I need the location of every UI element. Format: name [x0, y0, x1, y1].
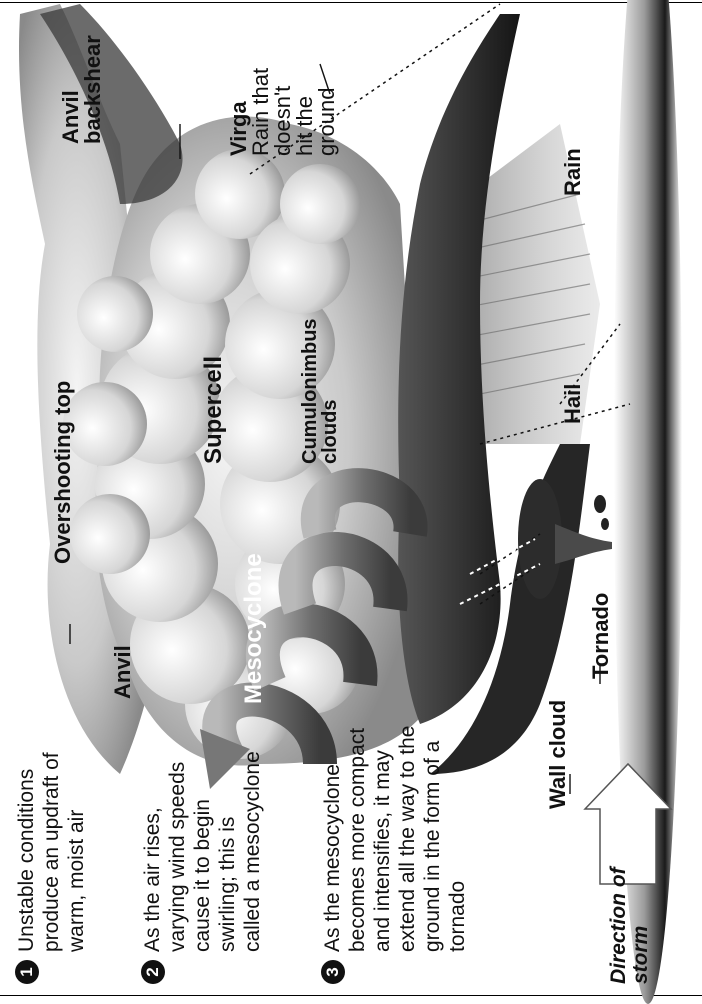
label-anvil-text: Anvil — [110, 645, 135, 699]
label-direction-of-storm: Direction of storm — [608, 867, 652, 984]
step-3-line-1: As the mesocyclone — [320, 692, 345, 952]
ground-debris — [594, 495, 609, 530]
label-cumulonimbus: Cumulonimbus clouds — [300, 318, 340, 464]
step-1-line-3: warm, moist air — [64, 692, 89, 952]
label-hail: Hail — [560, 384, 586, 424]
label-supercell: Supercell — [200, 356, 228, 464]
step-1-text: Unstable conditions produce an updraft o… — [14, 692, 89, 952]
label-direction-line2: storm — [630, 867, 652, 984]
label-virga-title: Virga — [228, 68, 250, 156]
label-virga-desc-2: doesn't — [272, 68, 294, 156]
tornado-funnel — [555, 524, 612, 564]
step-3-line-4: extend all the way to the — [395, 692, 420, 952]
label-overshooting-top-text: Overshooting top — [50, 381, 75, 564]
label-anvil-backshear-line1: Anvil — [60, 35, 82, 144]
label-rain-text: Rain — [560, 148, 585, 196]
label-overshooting-top: Overshooting top — [50, 381, 76, 564]
step-2-number: 2 — [141, 960, 165, 984]
label-supercell-text: Supercell — [200, 356, 227, 464]
step-3-line-6: tornado — [445, 692, 470, 952]
step-3-number: 3 — [321, 960, 345, 984]
step-1-line-1: Unstable conditions — [14, 692, 39, 952]
step-3-line-3: and intensifies, it may — [370, 692, 395, 952]
step-3-line-5: ground in the form of a — [420, 692, 445, 952]
step-2-line-2: varying wind speeds — [165, 692, 190, 952]
step-2-line-4: swirling; this is — [215, 692, 240, 952]
label-anvil: Anvil — [110, 645, 136, 699]
step-2-line-1: As the air rises, — [140, 692, 165, 952]
step-3-text: As the mesocyclone becomes more compact … — [320, 692, 470, 952]
label-tornado-text: Tornado — [588, 593, 613, 679]
label-tornado: Tornado — [588, 593, 614, 679]
label-mesocyclone: Mesocyclone — [240, 553, 268, 704]
label-rain: Rain — [560, 148, 586, 196]
label-anvil-backshear-line2: backshear — [82, 35, 104, 144]
label-wall-cloud: Wall cloud — [545, 700, 571, 809]
label-virga: Virga Rain that doesn't hit the ground — [228, 68, 338, 156]
label-cumulonimbus-line1: Cumulonimbus — [300, 318, 320, 464]
label-virga-desc-3: hit the — [294, 68, 316, 156]
label-anvil-backshear: Anvil backshear — [60, 35, 104, 144]
step-2-line-5: called a mesocyclone — [240, 692, 265, 952]
label-cumulonimbus-line2: clouds — [320, 318, 340, 464]
label-virga-desc-4: ground — [316, 68, 338, 156]
label-direction-line1: Direction of — [608, 867, 630, 984]
label-virga-desc-1: Rain that — [250, 68, 272, 156]
step-2-text: As the air rises, varying wind speeds ca… — [140, 692, 265, 952]
step-1-line-2: produce an updraft of — [39, 692, 64, 952]
label-wall-cloud-text: Wall cloud — [545, 700, 570, 809]
step-3-line-2: becomes more compact — [345, 692, 370, 952]
step-1-number: 1 — [15, 960, 39, 984]
label-mesocyclone-text: Mesocyclone — [240, 553, 267, 704]
label-hail-text: Hail — [560, 384, 585, 424]
step-2-line-3: cause it to begin — [190, 692, 215, 952]
